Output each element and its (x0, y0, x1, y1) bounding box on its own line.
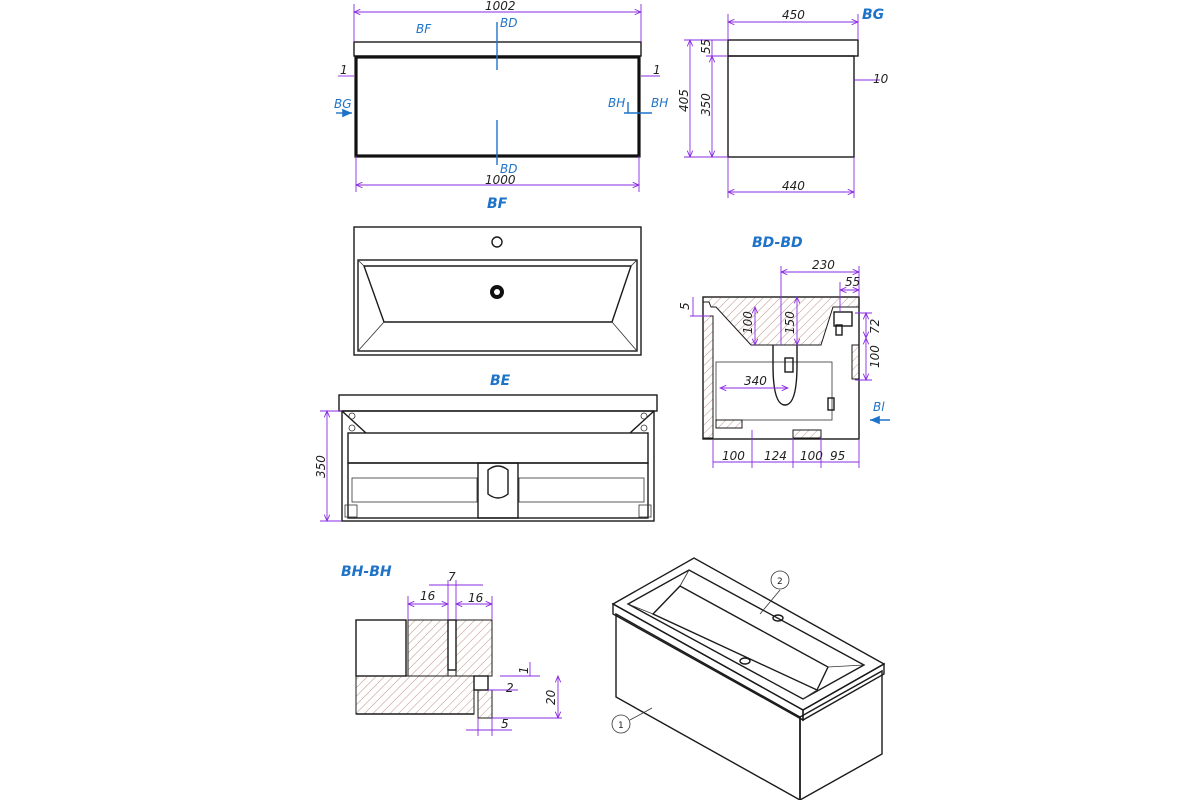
cut-label-bg-side: BG (862, 7, 884, 23)
dim-bd-72: 72 (868, 319, 882, 334)
dim-bd-bottom-4: 95 (830, 449, 845, 463)
dim-bh-7: 7 (448, 570, 456, 584)
dim-bd-340: 340 (744, 374, 767, 388)
dim-bd-bottom-2: 124 (764, 449, 787, 463)
title-bf: BF (487, 196, 508, 212)
dim-margin-right: 1 (653, 63, 661, 77)
dim-bh-2: 2 (506, 681, 514, 695)
dim-bd-bottom-3: 100 (800, 449, 823, 463)
dim-bd-bottom-1: 100 (722, 449, 745, 463)
dim-bd-150: 150 (783, 311, 797, 334)
cut-label-bg: BG (334, 97, 352, 111)
callout-two: 2 (777, 577, 783, 587)
dim-side-bottom: 440 (782, 179, 805, 193)
dim-bh-16-right: 16 (468, 591, 484, 605)
cut-label-bf: BF (416, 22, 432, 36)
dim-side-offset: 10 (873, 72, 889, 86)
top-view (336, 4, 660, 192)
title-bd: BD-BD (752, 235, 803, 251)
dim-side-height-top: 55 (699, 39, 713, 54)
title-be: BE (490, 373, 511, 389)
cut-label-bh-left: BH (608, 96, 625, 110)
dim-bd-55: 55 (845, 275, 860, 289)
cut-label-bd-bottom: BD (500, 162, 517, 176)
cut-label-bl: Bl (873, 400, 885, 414)
dim-bh-16-left: 16 (420, 589, 436, 603)
dim-margin-left: 1 (340, 63, 348, 77)
section-bd (690, 266, 890, 468)
cut-label-bh-right: BH (651, 96, 668, 110)
callout-one: 1 (618, 721, 624, 731)
dim-bh-20: 20 (544, 689, 558, 705)
dim-bd-100-depth: 100 (741, 311, 755, 334)
dim-bd-5: 5 (678, 302, 692, 310)
dim-side-height-body: 350 (699, 93, 713, 116)
dim-bh-5: 5 (501, 717, 509, 731)
side-view (684, 14, 880, 198)
dim-side-top: 450 (782, 8, 805, 22)
title-bh: BH-BH (341, 564, 392, 580)
basin-top-view (353, 226, 642, 356)
dim-bh-1: 1 (517, 666, 531, 674)
cut-label-bd-top: BD (500, 16, 517, 30)
isometric-view (611, 557, 886, 800)
dim-top-outer: 1002 (485, 0, 516, 13)
dim-bd-230: 230 (812, 258, 835, 272)
dim-be-height: 350 (314, 455, 328, 478)
front-view (320, 394, 658, 521)
dim-side-height-total: 405 (677, 89, 691, 112)
dim-bd-100-right: 100 (868, 345, 882, 368)
dim-top-inner: 1000 (485, 173, 516, 187)
section-bh (355, 580, 562, 736)
